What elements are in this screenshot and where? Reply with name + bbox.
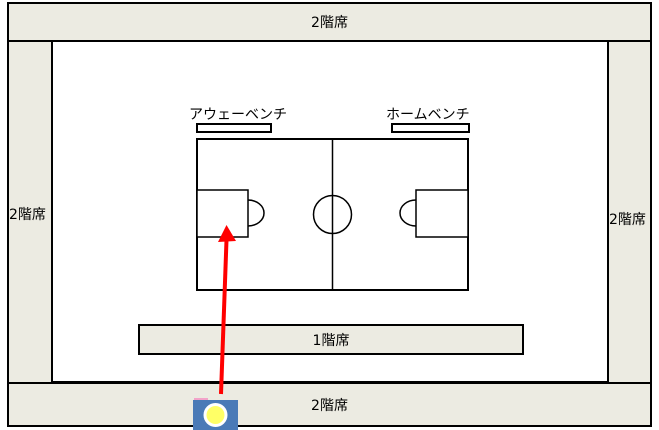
upper-stand-right: 2階席	[607, 40, 652, 384]
arrow-up-icon	[218, 225, 236, 395]
lower-stand: 1階席	[138, 324, 524, 355]
away-bench	[196, 123, 272, 133]
left-penalty-box	[196, 189, 249, 238]
home-bench-label: ホームベンチ	[386, 107, 470, 123]
lower-stand-label: 1階席	[312, 332, 350, 349]
camera-icon	[193, 398, 238, 430]
upper-stand-left-label: 2階席	[9, 207, 46, 223]
upper-stand-bottom-label: 2階席	[311, 397, 348, 414]
upper-stand-right-label: 2階席	[609, 212, 646, 228]
upper-stand-top-label: 2階席	[311, 15, 348, 31]
right-penalty-box	[415, 189, 469, 238]
upper-stand-bottom: 2階席	[7, 382, 652, 427]
left-penalty-arc	[247, 199, 265, 227]
away-bench-label: アウェーベンチ	[189, 107, 287, 123]
upper-stand-left: 2階席	[7, 40, 53, 384]
upper-stand-top: 2階席	[7, 2, 652, 42]
home-bench	[391, 123, 470, 133]
center-circle	[312, 194, 353, 235]
right-penalty-arc	[399, 199, 417, 227]
